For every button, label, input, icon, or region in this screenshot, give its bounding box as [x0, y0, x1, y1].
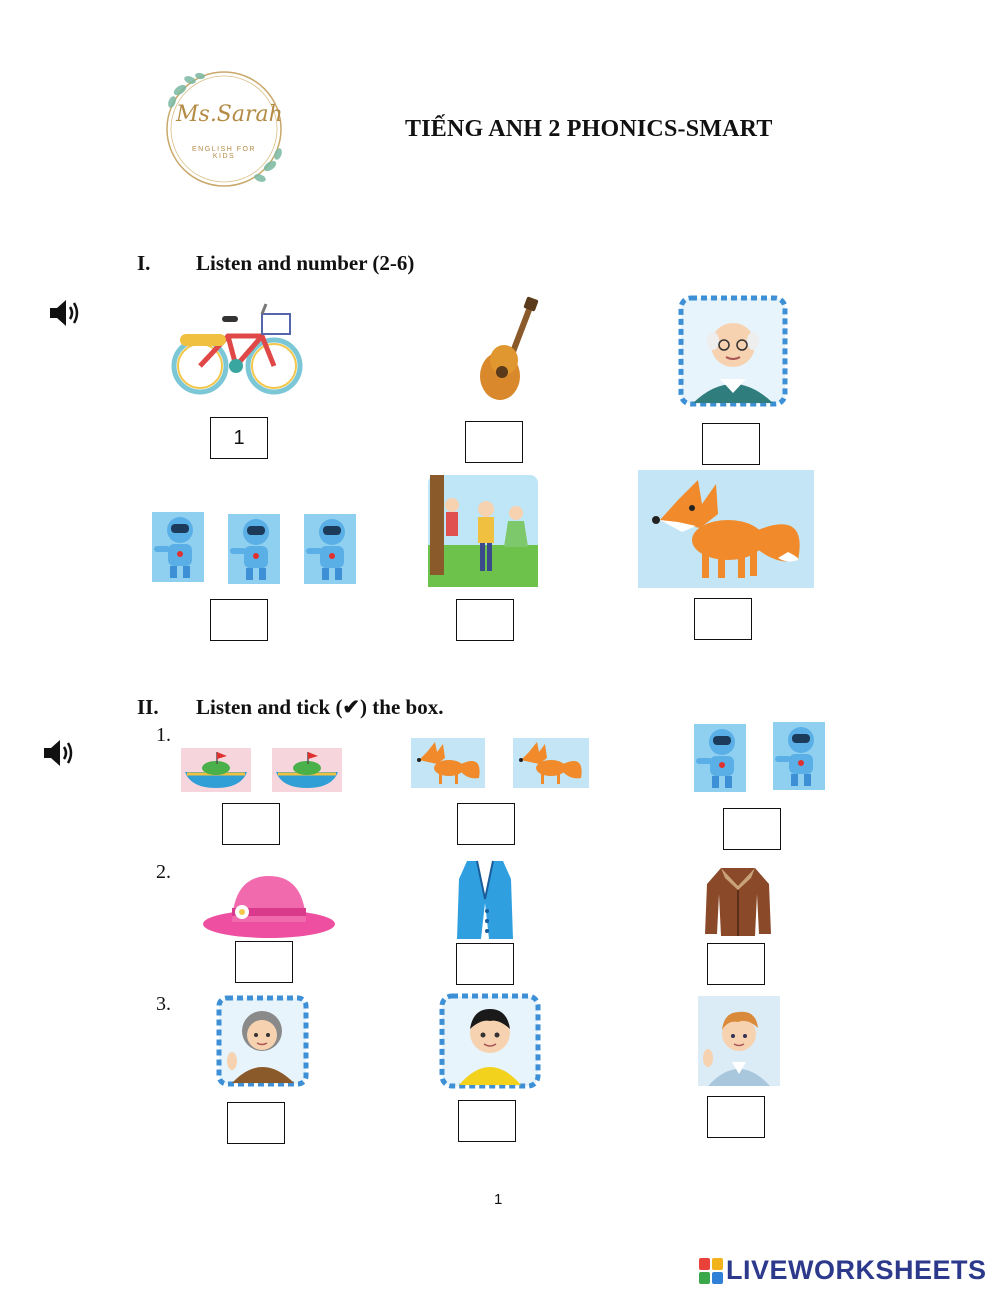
liveworksheets-logo-icon — [699, 1258, 723, 1284]
tick-box-hat[interactable] — [235, 941, 293, 983]
boy-picture — [439, 993, 541, 1089]
robot-picture — [304, 514, 356, 584]
answer-box-bicycle[interactable]: 1 — [210, 417, 268, 459]
question-number: 3. — [156, 993, 171, 1015]
fox-picture — [411, 738, 485, 788]
robot-picture — [152, 512, 204, 582]
answer-box-grandfather[interactable] — [702, 423, 760, 465]
man-picture — [698, 996, 780, 1086]
question-number: 2. — [156, 861, 171, 883]
tick-box-man[interactable] — [707, 1096, 765, 1138]
speaker-icon[interactable] — [42, 736, 76, 770]
section-2-heading: Listen and tick (✔) the box. — [196, 695, 444, 719]
boat-picture — [181, 748, 251, 792]
logo — [160, 68, 288, 190]
tick-box-boy[interactable] — [458, 1100, 516, 1142]
robot-picture — [773, 722, 825, 790]
hide-and-seek-picture — [428, 475, 538, 587]
page-number: 1 — [494, 1191, 503, 1208]
fox-picture — [513, 738, 589, 788]
fox-picture — [638, 470, 814, 588]
speaker-icon[interactable] — [48, 296, 82, 330]
bicycle-picture — [170, 300, 304, 398]
section-1-heading: Listen and number (2-6) — [196, 251, 415, 275]
liveworksheets-brand: LIVEWORKSHEETS — [726, 1255, 987, 1285]
vest-picture — [453, 859, 517, 941]
robot-picture — [228, 514, 280, 584]
tick-box-jacket[interactable] — [707, 943, 765, 985]
grandmother-picture — [216, 995, 309, 1087]
page-title: TIẾNG ANH 2 PHONICS-SMART — [405, 116, 773, 142]
tick-box-vest[interactable] — [456, 943, 514, 985]
grandfather-picture — [678, 295, 788, 407]
tick-box-boats[interactable] — [222, 803, 280, 845]
logo-subtitle: ENGLISH FOR KIDS — [192, 146, 256, 160]
boat-picture — [272, 748, 342, 792]
guitar-picture — [470, 296, 540, 408]
tick-box-robots[interactable] — [723, 808, 781, 850]
robot-picture — [694, 724, 746, 792]
tick-box-grandmother[interactable] — [227, 1102, 285, 1144]
question-number: 1. — [156, 724, 171, 746]
answer-box-fox[interactable] — [694, 598, 752, 640]
answer-box-guitar[interactable] — [465, 421, 523, 463]
logo-name: Ms.Sarah — [176, 102, 283, 127]
hat-picture — [200, 866, 338, 940]
jacket-picture — [703, 864, 773, 938]
answer-box-robots[interactable] — [210, 599, 268, 641]
answer-box-hide-and-seek[interactable] — [456, 599, 514, 641]
section-2-numeral: II. — [137, 695, 159, 719]
section-1-numeral: I. — [137, 251, 151, 275]
tick-box-foxes[interactable] — [457, 803, 515, 845]
